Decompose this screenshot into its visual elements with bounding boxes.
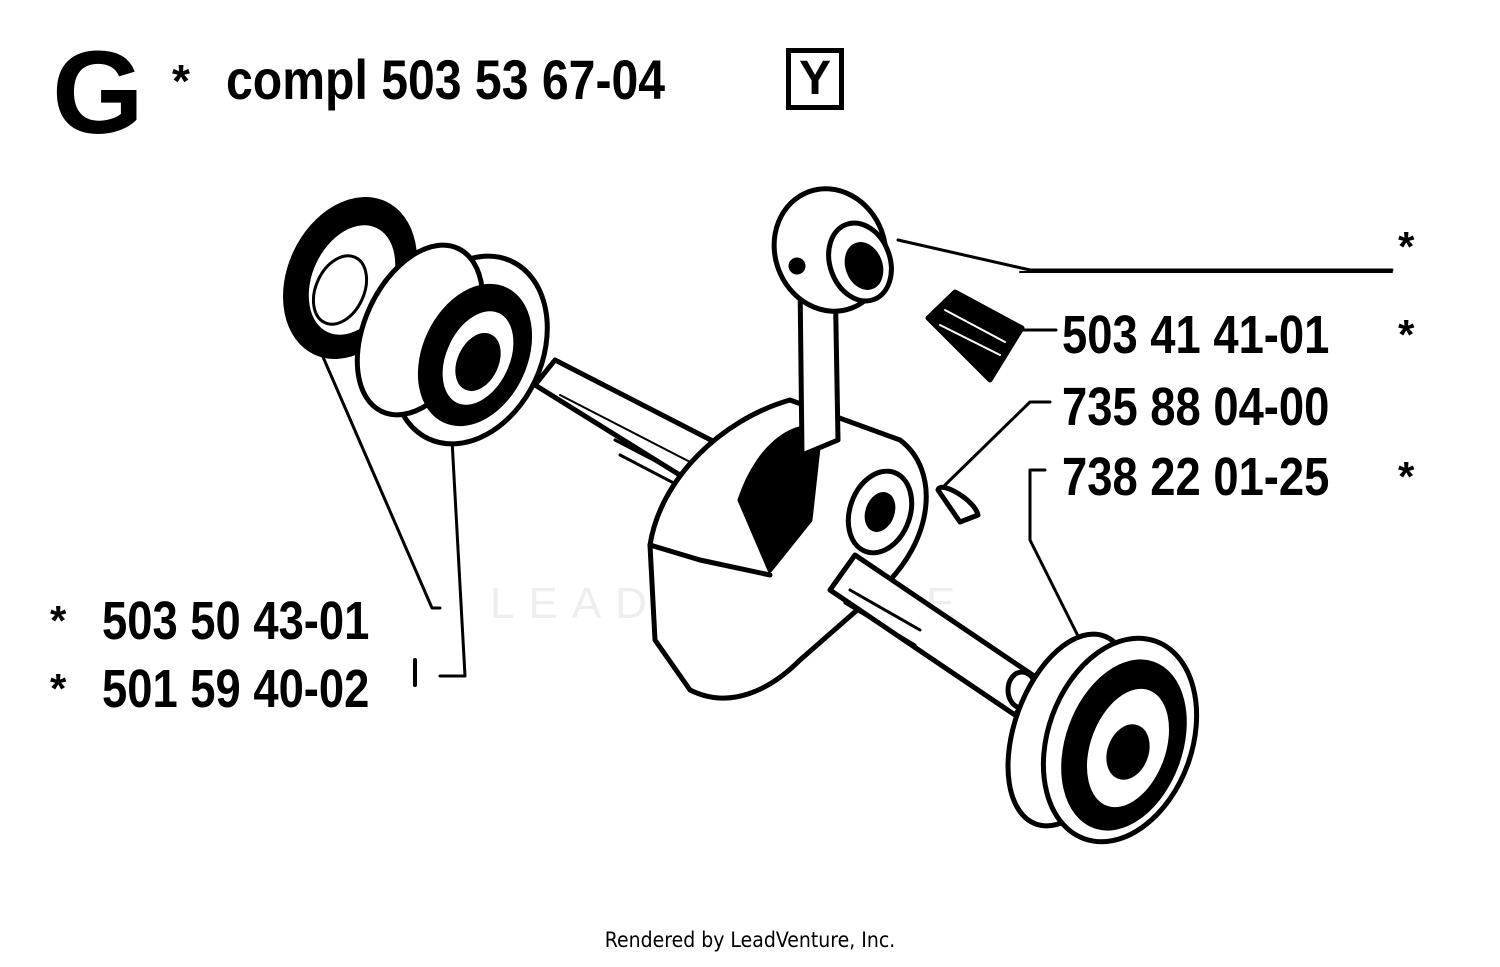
part-number-label: 738 22 01-25 xyxy=(1062,447,1330,507)
y-badge: Y xyxy=(786,48,844,110)
callout-star: * xyxy=(50,665,67,712)
part-number-label: 503 41 41-01 xyxy=(1062,305,1330,365)
assembly-title: compl 503 53 67-04 xyxy=(226,48,666,111)
section-letter: G xyxy=(52,27,144,159)
part-number-label: 735 88 04-00 xyxy=(1062,377,1330,437)
crank-web xyxy=(647,397,929,701)
callout-star: * xyxy=(1398,453,1415,500)
leader-lines xyxy=(318,238,1394,687)
part-number-label: 503 50 43-01 xyxy=(102,591,370,651)
right-bearing-part xyxy=(1005,631,1200,845)
part-number-label: 501 59 40-02 xyxy=(102,659,370,719)
left-bearing-part xyxy=(354,242,550,447)
crankshaft-right-journal xyxy=(827,552,1043,718)
callout-star: * xyxy=(1398,311,1415,358)
callout-star: * xyxy=(1398,223,1415,270)
woodruff-key-part xyxy=(935,484,981,525)
needle-bearing-part xyxy=(925,289,1025,383)
header-star: * xyxy=(172,55,190,107)
footer-credit: Rendered by LeadVenture, Inc. xyxy=(604,928,896,952)
connecting-rod-part xyxy=(771,186,894,458)
callout-star: * xyxy=(50,597,67,644)
